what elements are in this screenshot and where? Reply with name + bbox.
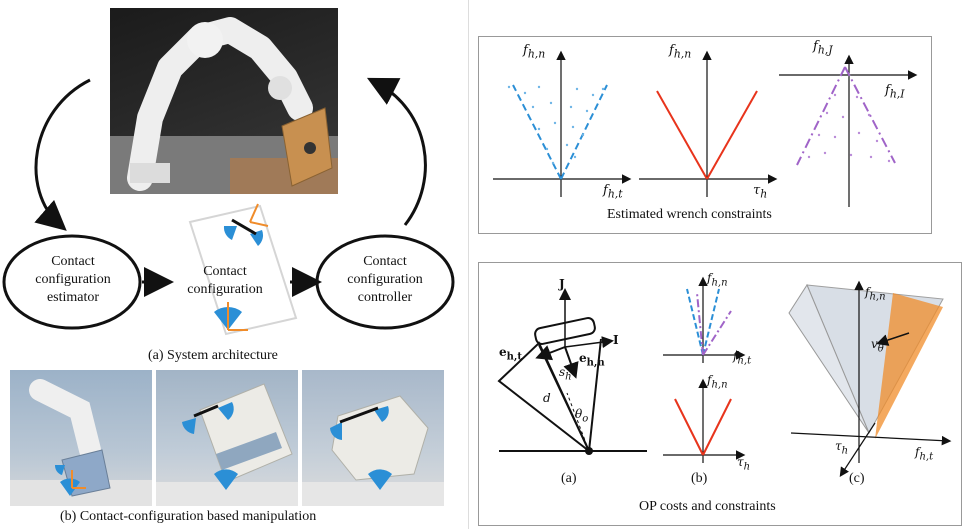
c-y-label: fh,n xyxy=(865,285,886,303)
column-divider xyxy=(468,0,469,529)
label-b: (b) xyxy=(691,471,708,486)
c-tau-label: τh xyxy=(835,439,849,457)
plot-1-axes xyxy=(493,50,632,197)
plot-3-cone-left xyxy=(796,66,846,166)
op-costs-diagram xyxy=(497,276,952,478)
configuration-box xyxy=(188,204,298,336)
plot-2-cone-left xyxy=(656,90,708,180)
ehn-label: eh,n xyxy=(579,351,605,369)
label-c: (c) xyxy=(849,471,865,486)
gripper-geometry xyxy=(497,317,647,452)
contact-icon-bottom xyxy=(214,302,248,331)
plot-2-axes xyxy=(639,50,778,197)
plot-2-y-label: fh,n xyxy=(669,43,692,61)
plot-1-scatter xyxy=(507,85,605,165)
caption-a: (a) System architecture xyxy=(148,348,278,363)
b-top-y-label: fh,n xyxy=(707,271,728,289)
arrow-photo-to-estimator xyxy=(34,78,91,231)
b-bot-x-label: τh xyxy=(737,455,751,473)
c-x-label: fh,t xyxy=(915,445,934,463)
plot-3-y-label: fh,J xyxy=(813,39,833,57)
manipulation-photo-3 xyxy=(302,370,444,506)
d-label: d xyxy=(543,391,551,405)
manipulation-photo-1 xyxy=(10,370,152,506)
c-v-label: vθ xyxy=(871,337,884,355)
I-axis xyxy=(564,336,614,349)
b-top-x-label: fh,t xyxy=(733,349,752,367)
plot-1-cone-left xyxy=(512,84,562,180)
controller-label: Contact configuration controller xyxy=(347,254,423,305)
eht-label: eh,t xyxy=(499,345,523,363)
J-label: J xyxy=(559,277,565,291)
sh-label: sh xyxy=(559,365,572,383)
estimator-label: Contact configuration estimator xyxy=(35,254,111,305)
op-costs-caption: OP costs and constraints xyxy=(639,499,776,514)
op-costs-panel: J I eh,t eh,n sh d θo (a) fh,n fh,t fh,n… xyxy=(478,262,962,526)
estimated-wrench-panel: fh,n fh,t fh,n τh fh,J fh,I Estimated wr… xyxy=(478,36,932,234)
robot-arm-illustration xyxy=(110,17,338,194)
theta-label: θo xyxy=(575,407,589,425)
robot-arm-photo xyxy=(110,8,338,194)
b-bottom-axes xyxy=(663,378,746,463)
configuration-label: Contact configuration xyxy=(187,264,263,297)
plot-1-cone-right xyxy=(560,84,608,180)
estimated-wrench-caption: Estimated wrench constraints xyxy=(607,207,772,222)
contact-icon-top xyxy=(223,203,269,246)
plot-3-scatter xyxy=(807,93,891,163)
plot-3-axes xyxy=(779,54,918,207)
I-label: I xyxy=(613,333,619,347)
architecture-diagram xyxy=(2,77,455,336)
plot-2-cone-right xyxy=(706,90,758,180)
contact-point xyxy=(585,447,593,455)
plot-1-y-label: fh,n xyxy=(523,43,546,61)
eht-vector xyxy=(535,345,566,361)
plot-1-x-label: fh,t xyxy=(603,183,623,201)
label-a: (a) xyxy=(561,471,577,486)
plot-3-x-label: fh,I xyxy=(885,83,905,101)
arrow-controller-to-photo xyxy=(366,77,427,226)
caption-b: (b) Contact-configuration based manipula… xyxy=(60,509,317,524)
wrench-plots xyxy=(493,50,918,207)
cone-3d xyxy=(788,280,952,478)
plot-2-x-label: τh xyxy=(753,183,768,201)
ehn-vector xyxy=(563,346,579,379)
estimator-ellipse xyxy=(2,234,142,330)
b-bot-y-label: fh,n xyxy=(707,373,728,391)
manipulation-photo-2 xyxy=(156,370,298,506)
